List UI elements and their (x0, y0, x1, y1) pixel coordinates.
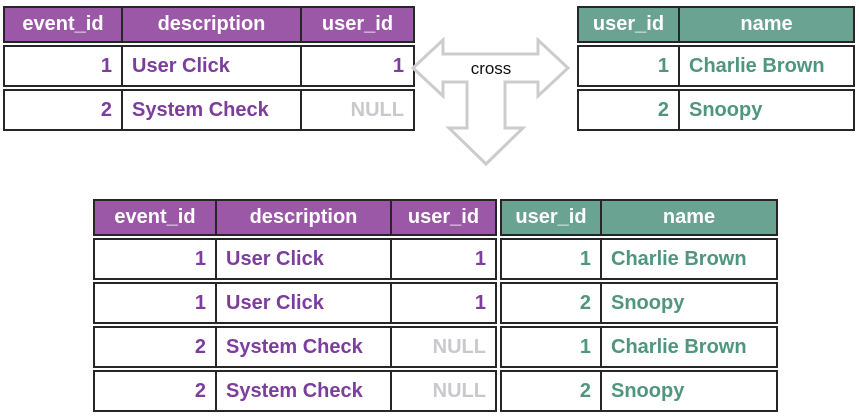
table-cell: 2 (3, 89, 123, 131)
column-header: user_id (392, 199, 497, 236)
column-header: name (680, 6, 855, 43)
cross-join-arrow-icon (410, 37, 571, 167)
table-cell: 1 (500, 326, 602, 368)
table-cell: 2 (500, 370, 602, 412)
table-cell: 1 (3, 45, 123, 87)
table-cell: Charlie Brown (680, 45, 855, 87)
table-cell: Snoopy (602, 370, 778, 412)
column-header: user_id (302, 6, 415, 43)
null-cell: NULL (392, 326, 497, 368)
column-header: user_id (577, 6, 680, 43)
table-cell: 1 (577, 45, 680, 87)
table-cell: 1 (93, 282, 217, 324)
table-cell: System Check (123, 89, 302, 131)
table-cell: 1 (500, 238, 602, 280)
null-cell: NULL (392, 370, 497, 412)
table-cell: 1 (392, 282, 497, 324)
column-header: event_id (3, 6, 123, 43)
table-cell: 1 (392, 238, 497, 280)
column-header: user_id (500, 199, 602, 236)
column-header: description (217, 199, 392, 236)
table-cell: System Check (217, 370, 392, 412)
column-header: event_id (93, 199, 217, 236)
table-cell: User Click (217, 282, 392, 324)
table-cell: System Check (217, 326, 392, 368)
table-cell: 2 (93, 370, 217, 412)
table-cell: 1 (302, 45, 415, 87)
column-header: name (602, 199, 778, 236)
table-cell: Snoopy (602, 282, 778, 324)
column-header: description (123, 6, 302, 43)
table-cell: 2 (500, 282, 602, 324)
join-type-label: cross (470, 59, 512, 78)
table-cell: User Click (123, 45, 302, 87)
table-cell: Charlie Brown (602, 326, 778, 368)
table-cell: Snoopy (680, 89, 855, 131)
table-cell: User Click (217, 238, 392, 280)
null-cell: NULL (302, 89, 415, 131)
table-cell: 1 (93, 238, 217, 280)
table-cell: Charlie Brown (602, 238, 778, 280)
table-cell: 2 (577, 89, 680, 131)
table-cell: 2 (93, 326, 217, 368)
